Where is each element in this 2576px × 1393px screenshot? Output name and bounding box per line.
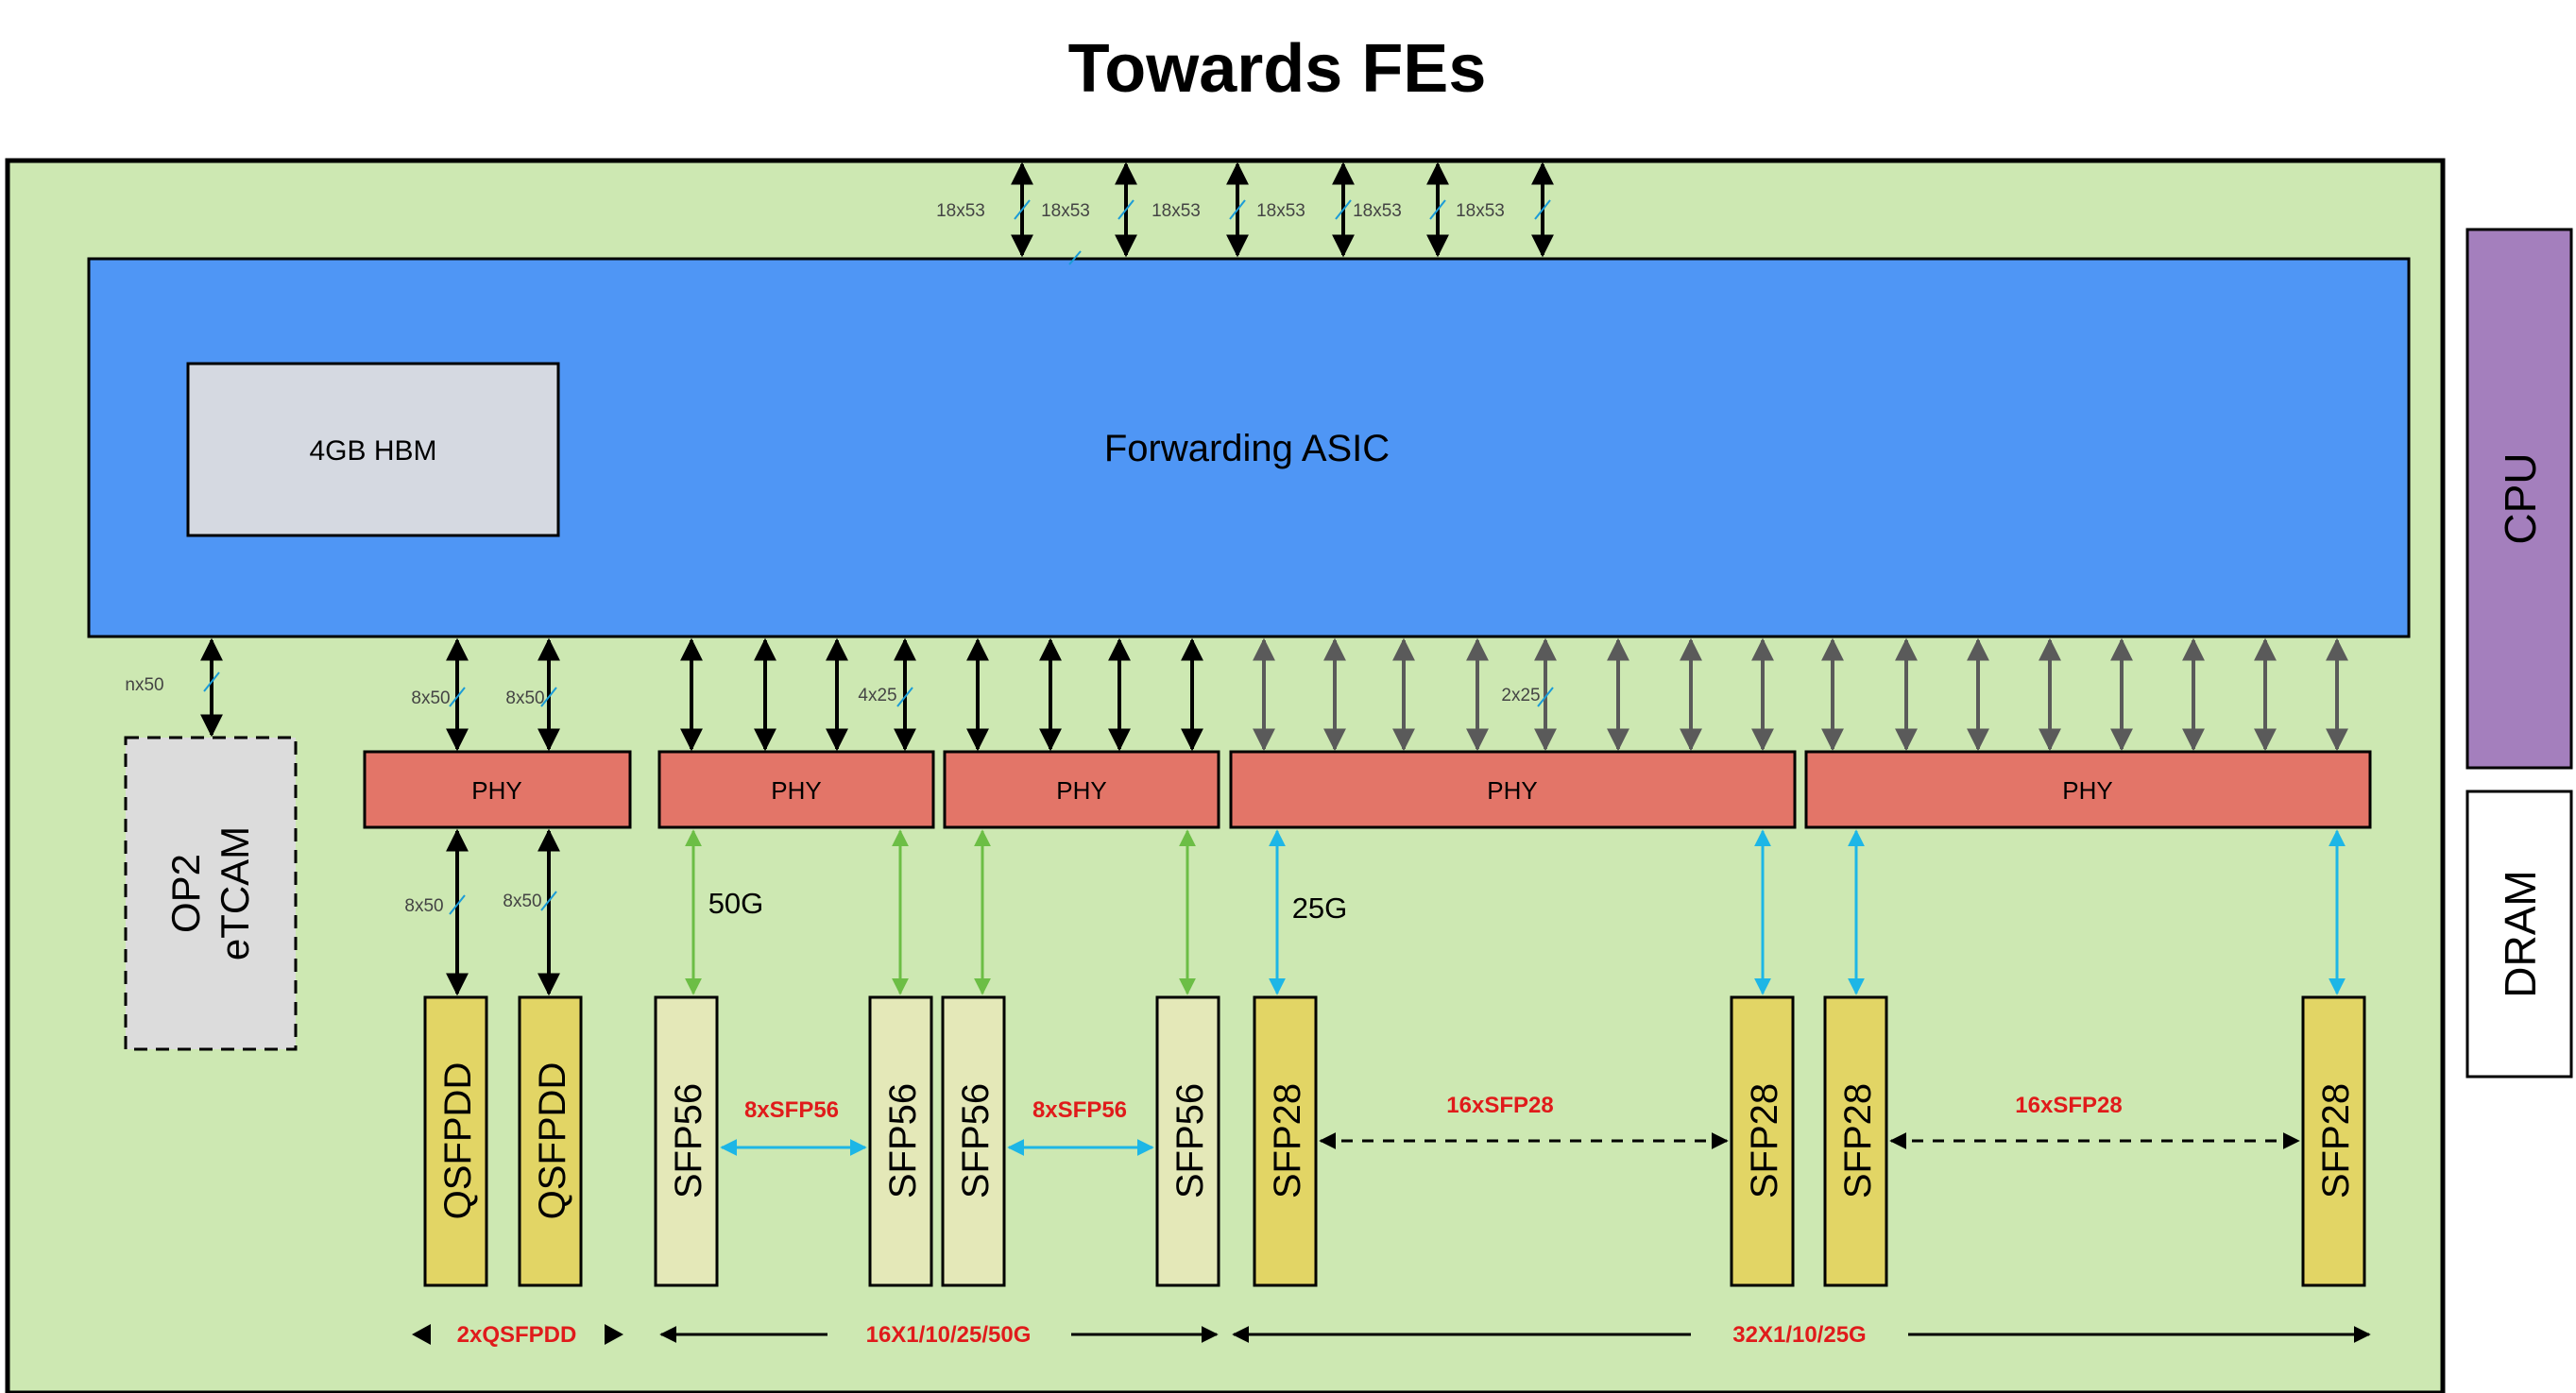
sfp56-port-2 bbox=[868, 995, 933, 1287]
etcam-block bbox=[124, 736, 298, 1051]
phy-label-5: PHY bbox=[2062, 776, 2112, 805]
cpu-label: CPU bbox=[2496, 452, 2545, 544]
sfp28-port-2 bbox=[1730, 995, 1795, 1287]
qsfp-down-label-1: 8x50 bbox=[404, 896, 443, 916]
slash-mark bbox=[1534, 199, 1551, 220]
slash-mark bbox=[203, 671, 220, 692]
sfp28-port-label-1: SFP28 bbox=[1267, 1083, 1308, 1198]
asic-phy-sfp56-links: 4x25 bbox=[680, 637, 1203, 752]
qsfpdd-port-label-2: QSFPDD bbox=[532, 1062, 573, 1220]
fabric-link-label-1: 18x53 bbox=[936, 201, 985, 221]
hbm-memory bbox=[186, 362, 560, 537]
sfp28-group-label-2: 16xSFP28 bbox=[2015, 1093, 2122, 1118]
diagram-title: Towards FEs bbox=[1068, 31, 1487, 107]
slash-mark bbox=[540, 687, 557, 707]
fabric-link-label-2: 18x53 bbox=[1041, 201, 1090, 221]
sfp28-up-label: 2x25 bbox=[1501, 686, 1540, 705]
qsfp-up-label-1: 8x50 bbox=[411, 688, 450, 708]
qsfp-span-right-arrow bbox=[605, 1324, 623, 1345]
qsfpdd-port-2 bbox=[518, 995, 583, 1287]
phy-block-5 bbox=[1804, 750, 2372, 829]
slash-mark bbox=[1068, 250, 1082, 265]
phy-block-1 bbox=[363, 750, 632, 829]
fabric-link-label-3: 18x53 bbox=[1152, 201, 1201, 221]
sfp28-port-4 bbox=[2301, 995, 2366, 1287]
qsfpdd-port-label-1: QSFPDD bbox=[437, 1062, 479, 1220]
sfp28-port-label-3: SFP28 bbox=[1837, 1083, 1879, 1198]
sfp56-group-label-1: 8xSFP56 bbox=[744, 1097, 839, 1123]
tcam-link-label: nx50 bbox=[125, 675, 163, 695]
slash-mark bbox=[1117, 199, 1134, 220]
asic-label: Forwarding ASIC bbox=[1104, 428, 1390, 469]
phy-block-4 bbox=[1229, 750, 1797, 829]
fabric-link-label-5: 18x53 bbox=[1353, 201, 1402, 221]
sfp56-port-label-4: SFP56 bbox=[1169, 1083, 1211, 1198]
qsfpdd-port-1 bbox=[423, 995, 488, 1287]
phy-label-4: PHY bbox=[1487, 776, 1537, 805]
qsfp-span-left-arrow bbox=[412, 1324, 431, 1345]
hbm-label: 4GB HBM bbox=[309, 435, 436, 467]
sfp56-span-label: 16X1/10/25/50G bbox=[866, 1322, 1032, 1348]
sfp56-port-4 bbox=[1155, 995, 1220, 1287]
sfp56-port-1 bbox=[654, 995, 719, 1287]
slash-mark bbox=[1429, 199, 1446, 220]
sfp28-port-3 bbox=[1823, 995, 1888, 1287]
sfp56-port-3 bbox=[941, 995, 1006, 1287]
dram-label: DRAM bbox=[2496, 870, 2545, 997]
slash-mark bbox=[449, 894, 466, 915]
sfp28-port-1 bbox=[1253, 995, 1318, 1287]
slash-mark bbox=[540, 891, 557, 911]
etcam-label-line1: OP2 bbox=[163, 854, 208, 933]
etcam-label-line2: eTCAM bbox=[213, 826, 257, 960]
speed-label-50g: 50G bbox=[708, 887, 764, 920]
phy-label-1: PHY bbox=[471, 776, 521, 805]
sfp28-span-label: 32X1/10/25G bbox=[1732, 1322, 1866, 1348]
sfp56-group-label-2: 8xSFP56 bbox=[1032, 1097, 1127, 1123]
slash-mark bbox=[1537, 687, 1554, 707]
phy-block-2 bbox=[657, 750, 935, 829]
sfp56-port-label-2: SFP56 bbox=[882, 1083, 924, 1198]
qsfp-up-label-2: 8x50 bbox=[505, 688, 544, 708]
qsfp-down-label-2: 8x50 bbox=[503, 892, 541, 911]
sfp56-up-label: 4x25 bbox=[858, 686, 896, 705]
slash-mark bbox=[1229, 199, 1246, 220]
dram-block bbox=[2465, 790, 2573, 1079]
slash-mark bbox=[1014, 199, 1031, 220]
asic-phy-sfp28-links: 2x25 bbox=[1253, 637, 2348, 752]
slash-mark bbox=[449, 687, 466, 707]
sfp28-port-label-2: SFP28 bbox=[1744, 1083, 1785, 1198]
fabric-links: 18x53 18x53 18x53 18x53 18x53 18x53 bbox=[936, 161, 1554, 265]
sfp56-port-label-1: SFP56 bbox=[668, 1083, 709, 1198]
sfp28-group-label-1: 16xSFP28 bbox=[1446, 1093, 1553, 1118]
fabric-link-label-6: 18x53 bbox=[1456, 201, 1505, 221]
phy-label-3: PHY bbox=[1056, 776, 1106, 805]
slash-mark bbox=[1335, 199, 1352, 220]
phy-label-2: PHY bbox=[771, 776, 821, 805]
cpu-block bbox=[2465, 228, 2573, 770]
sfp56-port-label-3: SFP56 bbox=[955, 1083, 997, 1198]
slash-mark bbox=[896, 687, 913, 707]
fabric-link-label-4: 18x53 bbox=[1256, 201, 1305, 221]
sfp28-port-label-4: SFP28 bbox=[2315, 1083, 2357, 1198]
phy-block-3 bbox=[943, 750, 1220, 829]
qsfp-span-label: 2xQSFPDD bbox=[457, 1322, 577, 1348]
speed-label-25g: 25G bbox=[1292, 892, 1348, 925]
